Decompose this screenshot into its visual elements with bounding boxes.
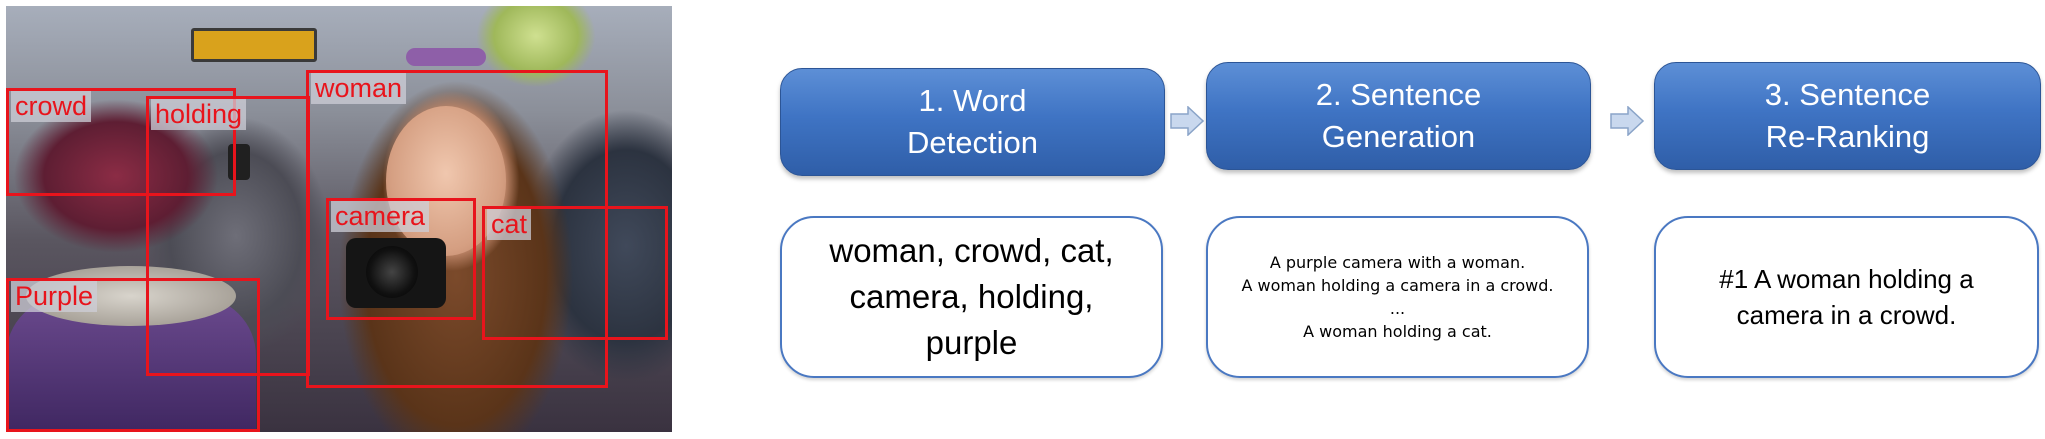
step-title-line2: Generation	[1321, 119, 1476, 154]
bbox-crowd: crowd	[6, 88, 236, 196]
output-generated-sentences: A purple camera with a woman. A woman ho…	[1206, 216, 1589, 378]
arrow-right-icon	[1170, 106, 1204, 136]
bbox-cat: cat	[482, 206, 668, 340]
camera-lens	[366, 246, 418, 298]
step-title-line2: Re-Ranking	[1765, 119, 1930, 154]
generated-sentence: A purple camera with a woman.	[1269, 253, 1526, 272]
bbox-camera: camera	[326, 198, 476, 320]
step-sentence-generation: 2. Sentence Generation	[1206, 62, 1591, 170]
bbox-label-crowd: crowd	[11, 91, 92, 122]
detected-words-line: woman, crowd, cat,	[829, 232, 1114, 269]
ranked-sentence-line: camera in a crowd.	[1736, 300, 1957, 330]
output-detected-words: woman, crowd, cat, camera, holding, purp…	[780, 216, 1163, 378]
bbox-label-holding: holding	[151, 99, 247, 130]
step-word-detection: 1. Word Detection	[780, 68, 1165, 176]
generated-sentence: A woman holding a cat.	[1303, 322, 1492, 341]
bbox-label-cat: cat	[487, 209, 532, 240]
bus-sign	[191, 28, 317, 62]
bbox-woman: woman	[306, 70, 608, 388]
detection-photo: crowd holding woman camera cat Purple	[6, 6, 672, 432]
bbox-label-purple: Purple	[11, 281, 98, 312]
generated-sentence-ellipsis: ...	[1389, 299, 1406, 318]
step-title-line1: 2. Sentence	[1315, 77, 1482, 112]
detected-words-line: camera, holding,	[849, 278, 1094, 315]
detected-words-line: purple	[925, 324, 1018, 361]
step-title-line1: 3. Sentence	[1764, 77, 1931, 112]
step-title-line2: Detection	[907, 125, 1038, 160]
step-title-line1: 1. Word	[918, 83, 1027, 118]
output-ranked-sentence: #1 A woman holding a camera in a crowd.	[1654, 216, 2039, 378]
generated-sentence: A woman holding a camera in a crowd.	[1241, 276, 1554, 295]
step-sentence-reranking: 3. Sentence Re-Ranking	[1654, 62, 2041, 170]
bbox-label-woman: woman	[311, 73, 407, 104]
bbox-purple: Purple	[6, 278, 260, 432]
sunglasses	[406, 48, 486, 66]
bbox-label-camera: camera	[331, 201, 430, 232]
ranked-sentence-line: #1 A woman holding a	[1719, 264, 1974, 294]
arrow-right-icon	[1610, 106, 1644, 136]
